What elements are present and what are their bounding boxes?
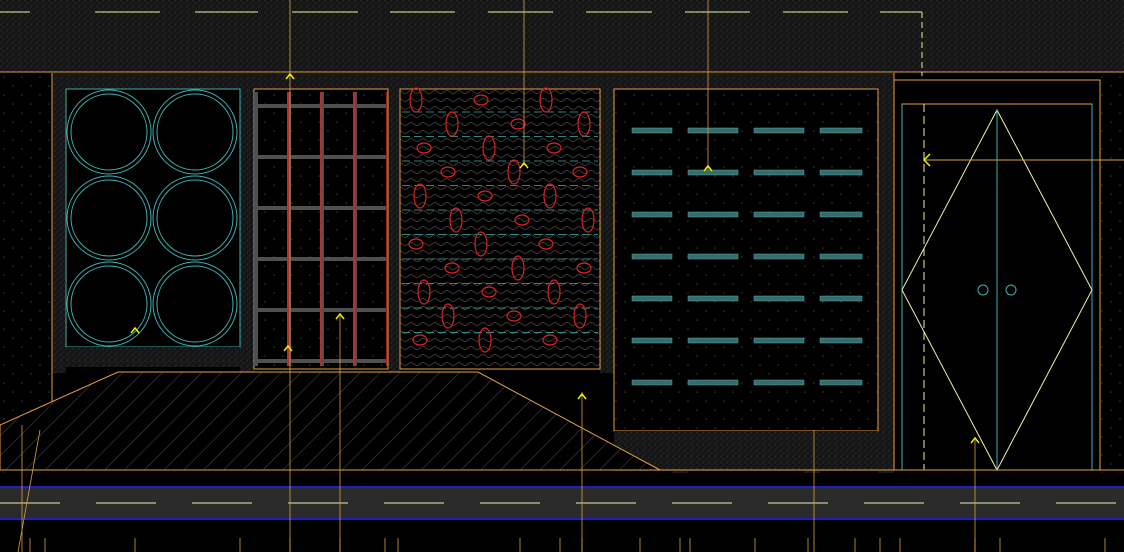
climbing-hold xyxy=(510,118,526,130)
level-markers xyxy=(130,72,980,444)
shelf-board xyxy=(753,295,805,302)
shelf-board xyxy=(631,253,673,260)
level-marker xyxy=(577,392,587,400)
climbing-hold xyxy=(542,334,558,346)
slanted-guide xyxy=(17,429,41,552)
ring-circle-inner xyxy=(70,93,148,171)
shelf-board xyxy=(687,379,739,386)
shelf-board xyxy=(819,127,863,134)
ring-circle xyxy=(66,261,152,347)
ring-circle xyxy=(152,89,238,175)
level-marker xyxy=(703,164,713,172)
shelf-board xyxy=(631,169,673,176)
shelf-board xyxy=(631,379,673,386)
shelf-board xyxy=(819,337,863,344)
ring-circle-inner xyxy=(156,179,234,257)
climbing-hold xyxy=(511,255,525,281)
ring-circle-inner xyxy=(156,265,234,343)
climbing-hold xyxy=(408,238,424,250)
climbing-hold xyxy=(417,279,431,305)
climbing-hold xyxy=(474,231,488,257)
level-marker xyxy=(130,326,140,334)
climbing-hold xyxy=(538,238,554,250)
door-panel xyxy=(893,79,1124,472)
climbing-hold xyxy=(416,142,432,154)
climbing-hold xyxy=(473,94,489,106)
ring-circle xyxy=(152,175,238,261)
shelf-board xyxy=(687,127,739,134)
ring-circle xyxy=(66,89,152,175)
climbing-hold xyxy=(445,111,459,137)
climbing-hold xyxy=(440,166,456,178)
climbing-hold xyxy=(581,207,595,233)
ceiling-band xyxy=(0,0,1124,76)
ring-circle-inner xyxy=(70,179,148,257)
door-handle-left xyxy=(977,284,989,296)
climbing-hold xyxy=(543,183,557,209)
shelf-board xyxy=(753,127,805,134)
climbing-hold xyxy=(507,159,521,185)
climbing-hold xyxy=(572,166,588,178)
shelf-board xyxy=(819,379,863,386)
climbing-hold xyxy=(506,310,522,322)
level-marker xyxy=(283,344,293,352)
grid-panel xyxy=(253,88,389,370)
climbing-hold xyxy=(547,279,561,305)
climbing-hold xyxy=(577,111,591,137)
climbing-hold xyxy=(444,262,460,274)
shelf-board xyxy=(753,211,805,218)
level-marker xyxy=(519,161,529,169)
climbing-panel xyxy=(399,87,601,370)
ring-circle xyxy=(66,175,152,261)
shelf-board xyxy=(687,169,739,176)
climbing-hold xyxy=(413,183,427,209)
climbing-hold xyxy=(546,142,562,154)
climbing-hold xyxy=(412,334,428,346)
shelf-board xyxy=(687,337,739,344)
shelf-board xyxy=(631,127,673,134)
hatched-mound xyxy=(0,371,1124,471)
ring-circle-inner xyxy=(70,265,148,343)
ring-circle xyxy=(152,261,238,347)
climbing-hold xyxy=(409,87,423,113)
shelf-board xyxy=(753,379,805,386)
shelf-board xyxy=(631,211,673,218)
shelf-board xyxy=(631,295,673,302)
shelf-board xyxy=(819,211,863,218)
floor-band xyxy=(0,486,1124,520)
level-marker xyxy=(970,436,980,444)
bottom-ticks xyxy=(29,538,1106,552)
climbing-hold xyxy=(449,207,463,233)
right-wall xyxy=(1100,73,1124,473)
climbing-hold xyxy=(576,262,592,274)
guide-lines xyxy=(17,0,976,552)
shelf-board xyxy=(753,337,805,344)
shelf-board xyxy=(819,169,863,176)
level-marker xyxy=(285,72,295,80)
shelf-board xyxy=(687,211,739,218)
climbing-hold xyxy=(482,135,496,161)
climbing-hold xyxy=(441,303,455,329)
shelf-board xyxy=(819,253,863,260)
circle-panel xyxy=(65,88,241,367)
shelf-board xyxy=(687,295,739,302)
climbing-hold xyxy=(478,327,492,353)
climbing-hold xyxy=(481,286,497,298)
shelf-panel xyxy=(613,88,879,471)
level-marker xyxy=(335,312,345,320)
ring-circle-inner xyxy=(156,93,234,171)
shelf-board xyxy=(753,169,805,176)
door-handle-right xyxy=(1005,284,1017,296)
shelf-board xyxy=(687,253,739,260)
climbing-hold xyxy=(539,87,553,113)
shelf-board xyxy=(631,337,673,344)
shelf-board xyxy=(819,295,863,302)
shelf-board xyxy=(753,253,805,260)
climbing-hold xyxy=(573,303,587,329)
climbing-hold xyxy=(514,214,530,226)
climbing-hold xyxy=(477,190,493,202)
